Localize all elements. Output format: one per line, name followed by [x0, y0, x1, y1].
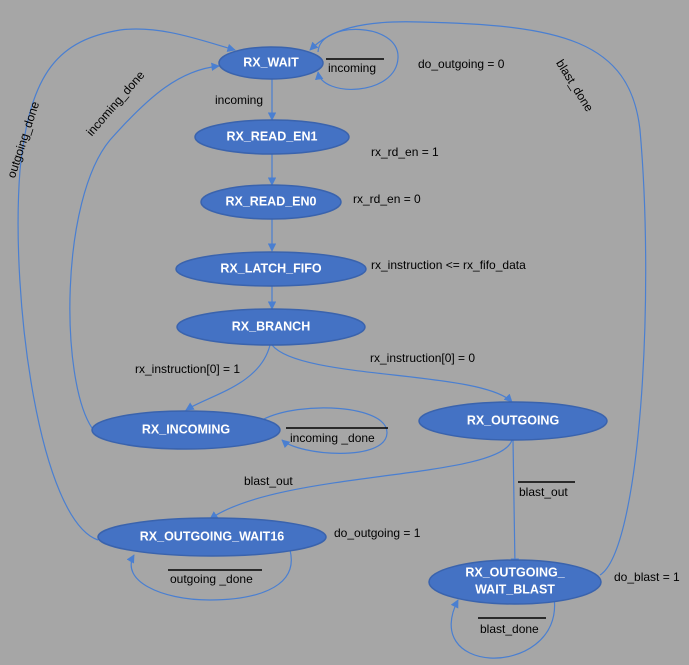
label-incoming-done-negated: incoming _done	[290, 431, 375, 445]
state-label-rx-incoming: RX_INCOMING	[142, 422, 230, 436]
label-do-blast-1: do_blast = 1	[614, 570, 680, 584]
state-rx-outgoing-wait-blast[interactable]	[428, 559, 602, 605]
label-outgoing-done-negated: outgoing _done	[170, 572, 253, 586]
label-outgoing-done: outgoing_done	[4, 100, 42, 180]
state-rx-branch[interactable]	[176, 308, 366, 346]
state-rx-latch-fifo[interactable]	[175, 251, 367, 287]
label-blast-out-negated: blast_out	[519, 485, 568, 499]
label-blast-out: blast_out	[244, 474, 293, 488]
edge-outgoing-to-wait16	[209, 439, 513, 520]
state-label-rx-outgoing-wait-blast-1: RX_OUTGOING_	[465, 565, 565, 579]
state-label-rx-wait: RX_WAIT	[243, 55, 299, 69]
label-rx-instruction-1: rx_instruction[0] = 1	[135, 362, 240, 376]
label-blast-done: blast_done	[553, 57, 596, 114]
state-label-rx-outgoing: RX_OUTGOING	[467, 413, 559, 427]
label-incoming-negated: incoming	[328, 61, 376, 75]
state-rx-wait[interactable]	[218, 46, 324, 80]
edge-incoming-self-loop	[261, 407, 388, 454]
state-rx-outgoing[interactable]	[418, 401, 608, 441]
label-rx-rd-en-0: rx_rd_en = 0	[353, 192, 421, 206]
state-rx-read-en0[interactable]	[200, 184, 342, 220]
state-label-rx-read-en1: RX_READ_EN1	[226, 129, 317, 143]
label-blast-done-negated: blast_done	[480, 622, 539, 636]
state-label-rx-read-en0: RX_READ_EN0	[225, 194, 316, 208]
state-rx-outgoing-wait16[interactable]	[97, 517, 327, 557]
state-rx-incoming[interactable]	[91, 410, 281, 450]
edge-wait16-self-loop	[126, 549, 292, 601]
edge-outgoing-to-wait-blast	[510, 439, 520, 567]
state-label-rx-branch: RX_BRANCH	[232, 319, 310, 333]
label-incoming-done: incoming_done	[83, 68, 147, 139]
edge-wait-blast-self-loop	[450, 596, 556, 659]
label-incoming: incoming	[215, 93, 263, 107]
edge-branch-to-incoming	[185, 344, 271, 411]
label-rx-rd-en-1: rx_rd_en = 1	[371, 145, 439, 159]
state-rx-read-en1[interactable]	[194, 119, 350, 155]
edge-wait-blast-to-wait	[309, 21, 647, 576]
state-label-rx-outgoing-wait16: RX_OUTGOING_WAIT16	[140, 529, 285, 543]
edge-incoming-to-wait	[69, 62, 220, 429]
label-rx-instruction-assign: rx_instruction <= rx_fifo_data	[371, 258, 526, 272]
edge-branch-to-outgoing	[271, 344, 513, 403]
edge-wait16-to-wait	[17, 28, 236, 541]
state-label-rx-latch-fifo: RX_LATCH_FIFO	[220, 261, 321, 275]
state-label-rx-outgoing-wait-blast-2: WAIT_BLAST	[475, 582, 555, 596]
label-rx-instruction-0: rx_instruction[0] = 0	[370, 351, 475, 365]
label-do-outgoing-0: do_outgoing = 0	[418, 57, 505, 71]
label-do-outgoing-1: do_outgoing = 1	[334, 526, 421, 540]
